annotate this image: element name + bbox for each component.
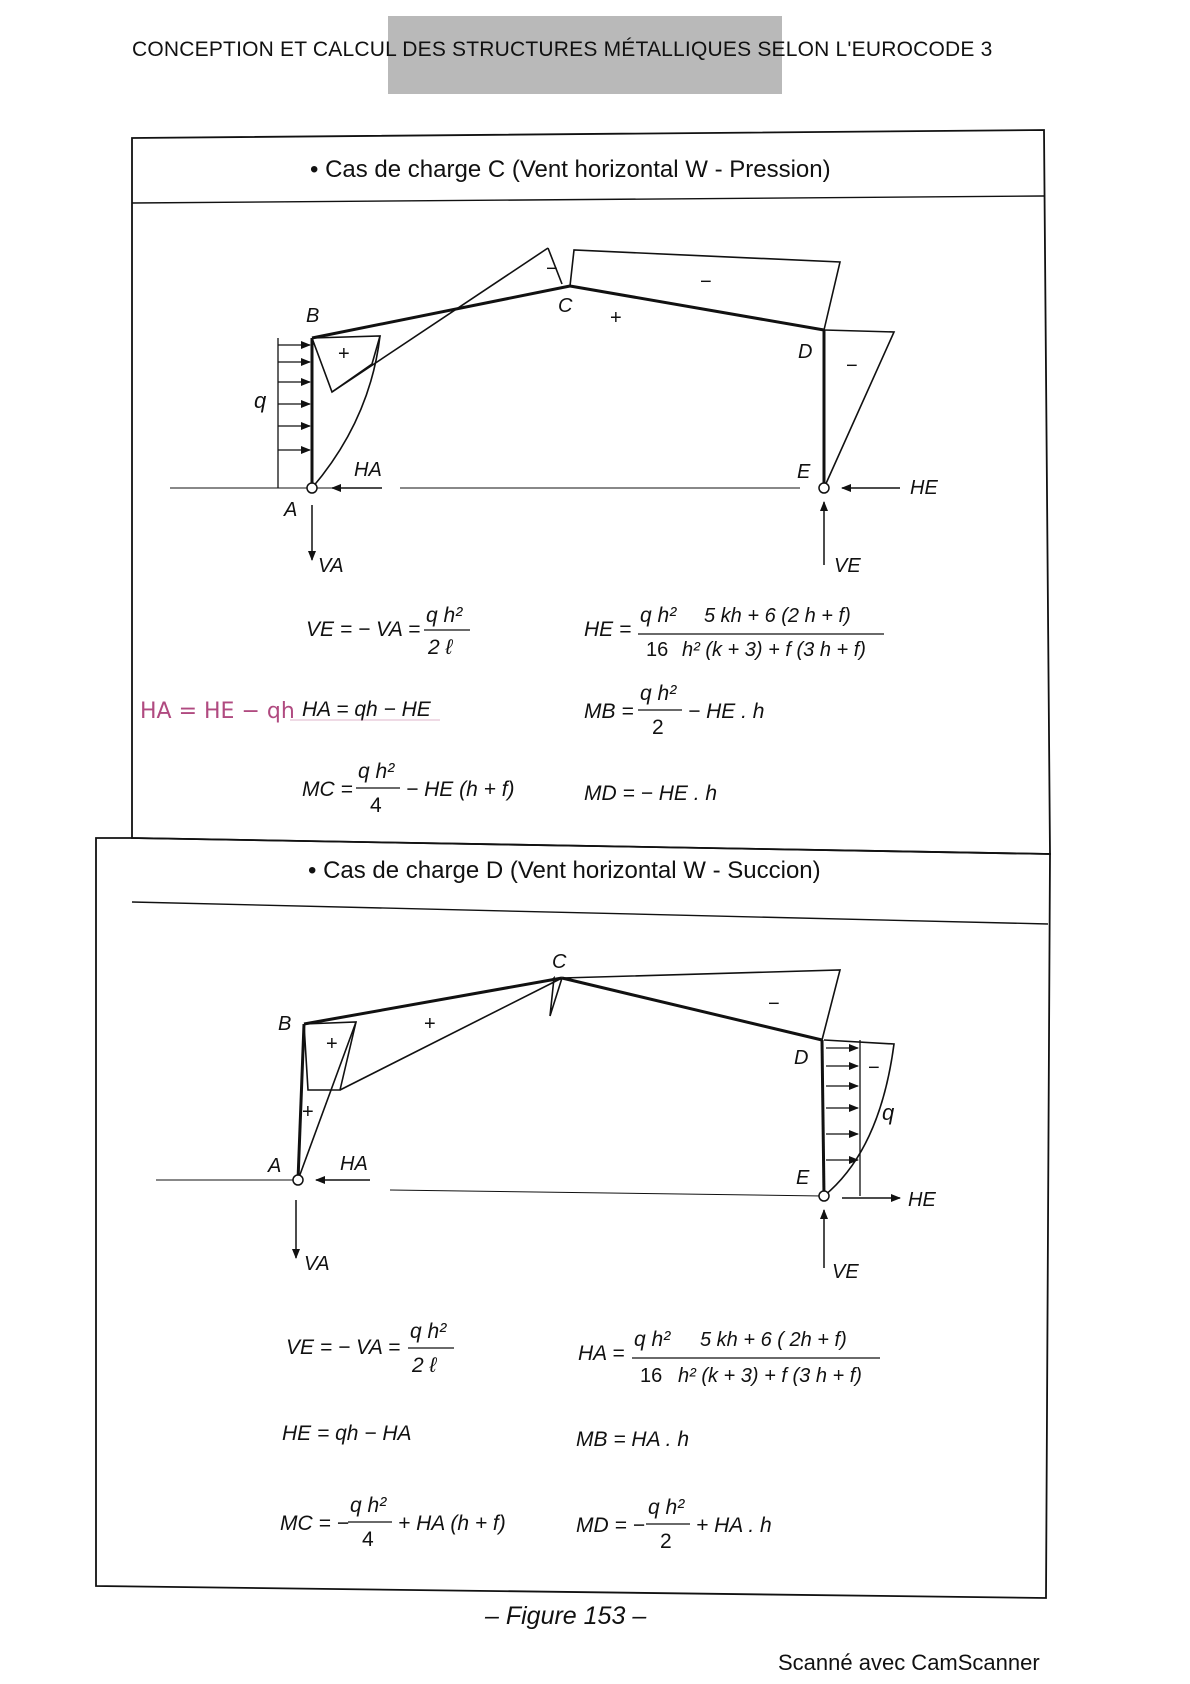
case-c-label-q: q xyxy=(254,388,267,413)
scanner-watermark: Scanné avec CamScanner xyxy=(778,1650,1040,1675)
case-d-sign-minus-1: − xyxy=(768,993,780,1015)
case-d-sign-plus-1: + xyxy=(424,1013,436,1035)
case-c-mb-den: 2 xyxy=(652,716,664,739)
case-c-load-q xyxy=(277,338,311,488)
case-c-mb-num: q h² xyxy=(640,682,677,705)
case-d-md-rhs: + HA . h xyxy=(696,1514,772,1537)
case-d-label-va: VA xyxy=(304,1253,330,1275)
case-d-sign-plus-3: + xyxy=(302,1101,314,1123)
case-c-support-e xyxy=(818,482,830,494)
case-c-ve-lhs: VE = − VA = xyxy=(306,618,420,641)
case-c-label-a: A xyxy=(283,499,297,521)
case-d-load-q xyxy=(826,1040,861,1196)
case-c-sign-minus-1: − xyxy=(546,258,558,280)
case-d-he: HE = qh − HA xyxy=(282,1422,412,1445)
page-header-title: CONCEPTION ET CALCUL DES STRUCTURES MÉTA… xyxy=(132,38,993,61)
case-d-label-ha: HA xyxy=(340,1153,368,1175)
case-d-sign-plus-2: + xyxy=(326,1033,338,1055)
case-d-moment-diagram xyxy=(297,969,895,1197)
case-c-he-lhs: HE = xyxy=(584,618,631,641)
case-c-label-ha: HA xyxy=(354,459,382,481)
case-d-ha-num2: 5 kh + 6 ( 2h + f) xyxy=(700,1329,847,1351)
case-d-mb: MB = HA . h xyxy=(576,1428,689,1451)
case-c-mc-num: q h² xyxy=(358,760,395,783)
case-c-support-a xyxy=(306,482,318,494)
case-c-he-den1: 16 xyxy=(646,639,668,661)
case-d-mc-lhs: MC = − xyxy=(280,1512,349,1535)
case-d-md-den: 2 xyxy=(660,1530,672,1553)
case-d-frame xyxy=(296,976,826,1197)
case-c-mc-den: 4 xyxy=(370,794,382,817)
case-d-label-ve: VE xyxy=(832,1261,859,1283)
case-c-frame xyxy=(310,284,826,488)
case-d-label-c: C xyxy=(552,951,567,973)
case-d-ve-lhs: VE = − VA = xyxy=(286,1336,400,1359)
figure-caption: – Figure 153 – xyxy=(485,1602,647,1630)
case-c-label-ve: VE xyxy=(834,555,861,577)
case-c-he-num2: 5 kh + 6 (2 h + f) xyxy=(704,605,851,627)
case-c-he-den2: h² (k + 3) + f (3 h + f) xyxy=(682,639,866,661)
case-d-ha-den2: h² (k + 3) + f (3 h + f) xyxy=(678,1365,862,1387)
case-c-sign-minus-3: − xyxy=(846,355,858,377)
case-c-sign-plus-1: + xyxy=(338,343,350,365)
outer-box xyxy=(95,129,1051,1599)
case-d-ha-den1: 16 xyxy=(640,1365,662,1387)
case-c-moment-diagram xyxy=(311,247,896,489)
heading-separators xyxy=(131,195,1049,925)
case-c-label-he: HE xyxy=(910,477,938,499)
case-d-support-e xyxy=(818,1190,830,1202)
case-d-label-he: HE xyxy=(908,1189,936,1211)
case-c-heading: • Cas de charge C (Vent horizontal W - P… xyxy=(310,156,831,183)
case-c-ve-num: q h² xyxy=(426,604,463,627)
case-d-md-lhs: MD = − xyxy=(576,1514,645,1537)
case-c-mb-rhs: − HE . h xyxy=(688,700,764,723)
case-d-formulas: VE = − VA = q h² 2 ℓ HA = q h² 5 kh + 6 … xyxy=(280,1320,880,1553)
case-c-mc-lhs: MC = xyxy=(302,778,353,801)
case-d-label-d: D xyxy=(794,1047,808,1069)
case-c-ve-den: 2 ℓ xyxy=(427,636,454,659)
case-d-ve-num: q h² xyxy=(410,1320,447,1343)
case-d-ha-num1: q h² xyxy=(634,1328,671,1351)
case-d-label-a: A xyxy=(267,1155,281,1177)
case-c-sign-minus-2: − xyxy=(700,271,712,293)
case-d-mc-den: 4 xyxy=(362,1528,374,1551)
case-d-ha-lhs: HA = xyxy=(578,1342,625,1365)
header-highlight xyxy=(388,16,782,94)
case-c-label-c: C xyxy=(558,295,573,317)
case-c-sign-plus-2: + xyxy=(610,307,622,329)
case-c-handwritten-note: HA = HE − qh xyxy=(140,699,295,724)
case-d-support-a xyxy=(292,1174,304,1186)
case-c-ha: HA = qh − HE xyxy=(302,698,432,721)
case-d-diagram: B C D A E q HA HE VA VE + + + − − xyxy=(156,951,936,1283)
case-d-md-num: q h² xyxy=(648,1496,685,1519)
case-d-sign-minus-2: − xyxy=(868,1057,880,1079)
case-d-mc-num: q h² xyxy=(350,1494,387,1517)
case-d-ve-den: 2 ℓ xyxy=(411,1354,438,1377)
case-c-label-va: VA xyxy=(318,555,344,577)
case-c-label-e: E xyxy=(797,461,811,483)
case-c-label-d: D xyxy=(798,341,812,363)
case-c-formulas: VE = − VA = q h² 2 ℓ HE = q h² 5 kh + 6 … xyxy=(140,604,884,817)
case-c-he-num1: q h² xyxy=(640,604,677,627)
case-c-diagram: B C D A E q HA HE VA VE + + − − − xyxy=(170,247,938,577)
case-d-label-e: E xyxy=(796,1167,810,1189)
case-c-label-b: B xyxy=(306,305,319,327)
case-d-heading: • Cas de charge D (Vent horizontal W - S… xyxy=(308,857,821,884)
case-d-label-b: B xyxy=(278,1013,291,1035)
case-c-mc-rhs: − HE (h + f) xyxy=(406,778,515,801)
case-d-mc-rhs: + HA (h + f) xyxy=(398,1512,506,1535)
case-c-mb-lhs: MB = xyxy=(584,700,634,723)
case-d-label-q: q xyxy=(882,1100,895,1125)
case-c-md: MD = − HE . h xyxy=(584,782,717,805)
